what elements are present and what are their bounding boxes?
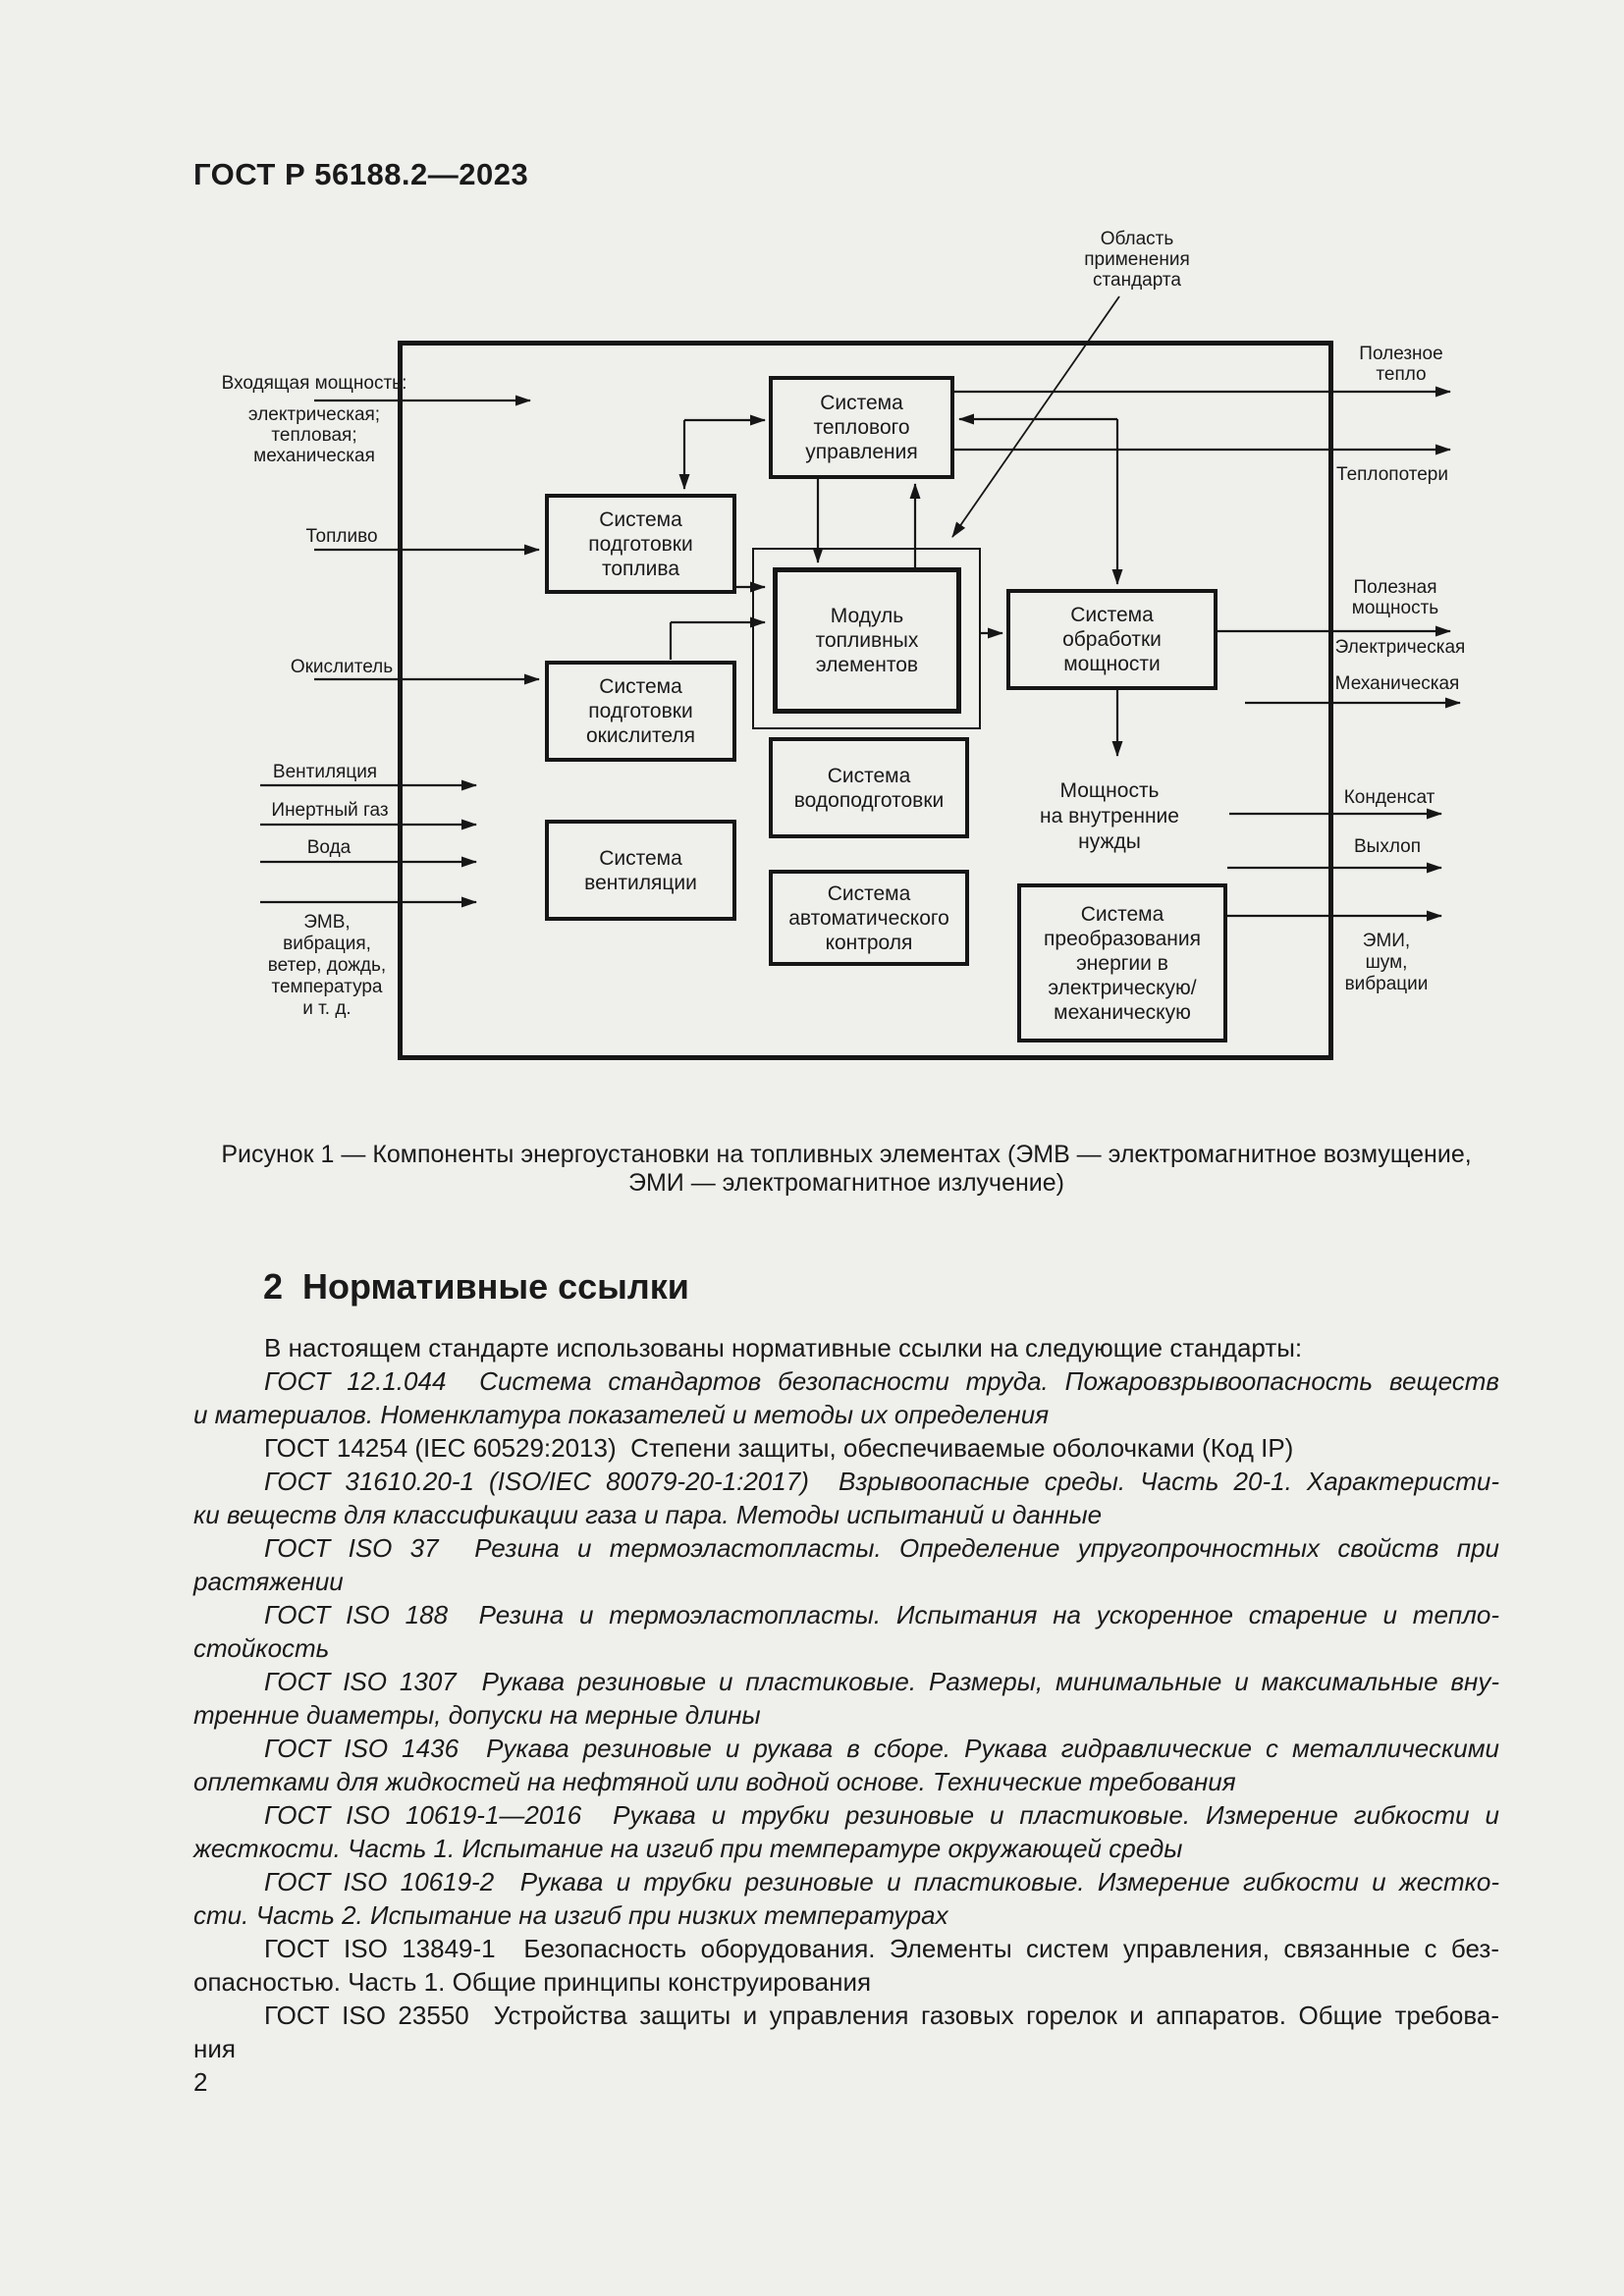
box-fuel-cell-module-outer	[752, 548, 981, 729]
box-power-conditioning: Система обработки мощности	[1006, 589, 1218, 690]
reference-line: ГОСТ ISO 1307 Рукава резиновые и пластик…	[264, 1667, 1499, 1696]
label-heat-loss: Теплопотери	[1336, 464, 1448, 485]
reference-paragraph: ГОСТ ISO 188 Резина и термоэластопласты.…	[193, 1598, 1499, 1665]
reference-paragraph: ГОСТ ISO 13849-1 Безопасность оборудован…	[193, 1932, 1499, 1999]
box-ventilation-system: Система вентиляции	[545, 820, 736, 921]
reference-paragraph: ГОСТ ISO 37 Резина и термоэластопласты. …	[193, 1531, 1499, 1598]
system-boundary	[398, 341, 1333, 1060]
box-thermal-management: Система теплового управления	[769, 376, 954, 479]
label-emi: ЭМИ, шум, вибрации	[1344, 931, 1429, 994]
label-fuel: Топливо	[305, 526, 378, 547]
figure-caption: Рисунок 1 — Компоненты энергоустановки н…	[193, 1141, 1499, 1198]
box-fuel-cell-module: Модуль топливных элементов	[773, 567, 961, 714]
label-useful-heat: Полезное тепло	[1359, 344, 1443, 385]
reference-line: ния	[193, 2034, 236, 2063]
label-incoming-power: Входящая мощность:	[221, 373, 407, 394]
label-incoming-power-kinds: электрическая; тепловая; механическая	[247, 404, 381, 466]
reference-paragraph: ГОСТ ISO 23550 Устройства защиты и управ…	[193, 1999, 1499, 2065]
reference-line: оплетками для жидкостей на нефтяной или …	[193, 1767, 1236, 1796]
reference-line: ГОСТ ISO 1436 Рукава резиновые и рукава …	[264, 1734, 1499, 1763]
reference-line: растяжении	[193, 1567, 344, 1596]
figure-1-diagram: Система теплового управления Система под…	[221, 229, 1466, 1060]
reference-line: В настоящем стандарте использованы норма…	[264, 1333, 1303, 1362]
scope-pointer-line	[951, 295, 1120, 538]
label-ventilation: Вентиляция	[272, 762, 378, 782]
reference-line: ГОСТ ISO 37 Резина и термоэластопласты. …	[264, 1533, 1499, 1563]
reference-line: ГОСТ ISO 10619-2 Рукава и трубки резинов…	[264, 1867, 1499, 1896]
references-list: В настоящем стандарте использованы норма…	[193, 1331, 1499, 2065]
label-oxidant: Окислитель	[290, 657, 394, 677]
reference-paragraph: ГОСТ ISO 1307 Рукава резиновые и пластик…	[193, 1665, 1499, 1732]
reference-line: ГОСТ ISO 188 Резина и термоэластопласты.…	[264, 1600, 1499, 1629]
reference-paragraph: ГОСТ ISO 10619-2 Рукава и трубки резинов…	[193, 1865, 1499, 1932]
reference-paragraph: ГОСТ ISO 10619-1—2016 Рукава и трубки ре…	[193, 1798, 1499, 1865]
label-water: Вода	[306, 837, 352, 858]
box-energy-conversion: Система преобразования энергии в электри…	[1017, 883, 1227, 1042]
figure-caption-line2: ЭМИ — электромагнитное излучение)	[628, 1169, 1064, 1197]
reference-line: жесткости. Часть 1. Испытание на изгиб п…	[193, 1834, 1183, 1863]
reference-line: опасностью. Часть 1. Общие принципы конс…	[193, 1967, 872, 1997]
reference-line: сти. Часть 2. Испытание на изгиб при низ…	[193, 1900, 948, 1930]
reference-paragraph: ГОСТ 31610.20-1 (ISO/IEC 80079-20-1:2017…	[193, 1465, 1499, 1531]
page-number: 2	[193, 2067, 208, 2097]
box-water-treatment: Система водоподготовки	[769, 737, 969, 838]
reference-line: ГОСТ ISO 23550 Устройства защиты и управ…	[264, 2001, 1499, 2030]
box-fuel-processing: Система подготовки топлива	[545, 494, 736, 594]
reference-paragraph: ГОСТ 12.1.044 Система стандартов безопас…	[193, 1364, 1499, 1431]
label-useful-power: Полезная мощность	[1351, 577, 1439, 618]
reference-line: тренние диаметры, допуски на мерные длин…	[193, 1700, 761, 1730]
reference-line: стойкость	[193, 1633, 330, 1663]
reference-paragraph: ГОСТ 14254 (IEC 60529:2013) Степени защи…	[193, 1431, 1499, 1465]
reference-line: ГОСТ 12.1.044 Система стандартов безопас…	[264, 1366, 1499, 1396]
label-scope-note: Область применения стандарта	[1084, 229, 1190, 291]
reference-line: ГОСТ 31610.20-1 (ISO/IEC 80079-20-1:2017…	[264, 1467, 1499, 1496]
label-internal-power: Мощность на внутренние нужды	[1040, 779, 1179, 853]
reference-paragraph: ГОСТ ISO 1436 Рукава резиновые и рукава …	[193, 1732, 1499, 1798]
reference-line: и материалов. Номенклатура показателей и…	[193, 1400, 1050, 1429]
section-heading: 2 Нормативные ссылки	[263, 1266, 689, 1307]
reference-paragraph: В настоящем стандарте использованы норма…	[193, 1331, 1499, 1364]
figure-caption-line1: Рисунок 1 — Компоненты энергоустановки н…	[221, 1141, 1472, 1168]
reference-line: ГОСТ 14254 (IEC 60529:2013) Степени защи…	[264, 1433, 1294, 1463]
label-exhaust: Выхлоп	[1354, 836, 1421, 857]
figure-connectors	[260, 295, 1461, 922]
label-environment: ЭМВ, вибрация, ветер, дождь, температура…	[267, 912, 387, 1019]
box-automatic-control: Система автоматического контроля	[769, 870, 969, 966]
reference-line: ки веществ для классификации газа и пара…	[193, 1500, 1103, 1529]
reference-line: ГОСТ ISO 13849-1 Безопасность оборудован…	[264, 1934, 1499, 1963]
label-mechanical-output: Механическая	[1334, 673, 1460, 694]
label-electric-output: Электрическая	[1334, 637, 1466, 658]
reference-line: ГОСТ ISO 10619-1—2016 Рукава и трубки ре…	[264, 1800, 1499, 1830]
label-condensate: Конденсат	[1343, 787, 1435, 808]
box-oxidant-processing: Система подготовки окислителя	[545, 661, 736, 762]
label-inert-gas: Инертный газ	[271, 800, 389, 821]
page-header: ГОСТ Р 56188.2—2023	[193, 157, 529, 191]
